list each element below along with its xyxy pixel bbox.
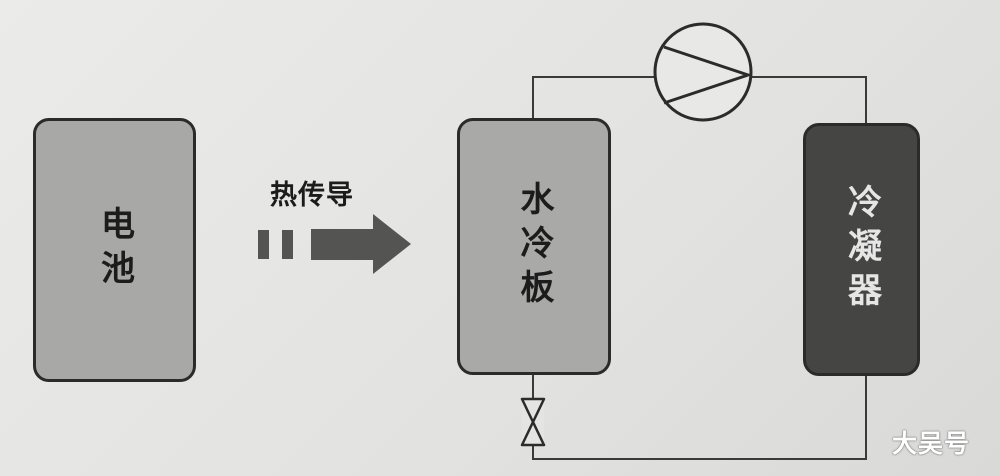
- watermark-logo: 大吴号: [891, 429, 970, 458]
- heat-transfer-label: 热传导: [270, 180, 354, 211]
- valve-icon: [520, 397, 546, 447]
- cold-plate-box: 水冷板: [457, 118, 611, 375]
- heat-flow-arrow-icon: [258, 214, 411, 274]
- battery-box: 电池: [33, 118, 196, 382]
- pipe-bottom: [532, 375, 867, 460]
- battery-label: 电池: [94, 206, 135, 294]
- condenser-box: 冷凝器: [803, 123, 920, 376]
- condenser-label: 冷凝器: [841, 183, 882, 316]
- cold-plate-label: 水冷板: [514, 180, 554, 313]
- pump-icon: [653, 22, 753, 122]
- pipe-top-right: [750, 76, 867, 123]
- pipe-top-left: [532, 76, 655, 118]
